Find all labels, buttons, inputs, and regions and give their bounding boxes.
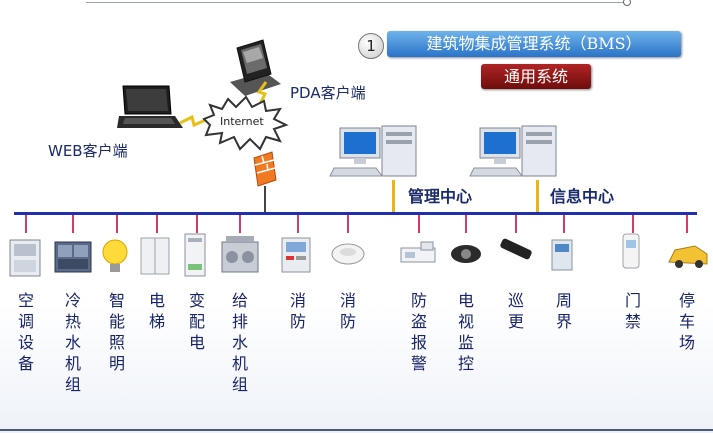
device-link-line bbox=[116, 215, 118, 233]
internet-label: Internet bbox=[220, 115, 264, 128]
device-label: 给排水机组 bbox=[231, 291, 248, 394]
cctv-camera-icon bbox=[451, 245, 481, 263]
device-label: 防盗报警 bbox=[410, 291, 427, 373]
pda-client-label: PDA客户端 bbox=[290, 84, 366, 102]
power-cabinet-icon bbox=[184, 233, 206, 277]
alarm-sensor-icon bbox=[400, 241, 436, 263]
device-link-line bbox=[156, 215, 158, 233]
web-client-label: WEB客户端 bbox=[48, 142, 128, 160]
device-label: 门禁 bbox=[624, 291, 641, 331]
device-label: 电梯 bbox=[148, 291, 165, 331]
device-label: 巡更 bbox=[507, 291, 524, 331]
car-icon bbox=[668, 245, 708, 268]
device-label: 空调设备 bbox=[17, 291, 34, 373]
device-link-line bbox=[239, 215, 241, 233]
management-center-link bbox=[392, 180, 395, 212]
system-bus-line bbox=[14, 212, 697, 215]
device-link-line bbox=[465, 215, 467, 233]
device-label: 电视监控 bbox=[457, 291, 474, 373]
device-label: 冷热水机组 bbox=[64, 291, 81, 394]
subtitle-badge: 通用系统 bbox=[481, 64, 591, 89]
device-link-line bbox=[347, 215, 349, 233]
top-rule bbox=[86, 2, 626, 3]
perimeter-sensor-icon bbox=[551, 239, 573, 271]
device-link-line bbox=[297, 215, 299, 233]
device-label: 消防 bbox=[289, 291, 306, 331]
light-bulb-icon bbox=[102, 239, 128, 272]
device-link-line bbox=[563, 215, 565, 233]
internet-cloud-icon bbox=[202, 95, 289, 151]
wireless-bolt-icon bbox=[179, 114, 209, 128]
device-link-line bbox=[72, 215, 74, 233]
device-label: 周界 bbox=[555, 291, 572, 331]
smoke-detector-icon bbox=[331, 243, 365, 265]
section-number-badge: 1 bbox=[358, 33, 384, 59]
water-pump-icon bbox=[221, 236, 259, 273]
device-label: 消防 bbox=[339, 291, 356, 331]
wireless-bolt-icon bbox=[256, 81, 268, 109]
top-rule-endpoint bbox=[623, 0, 631, 6]
device-label: 停车场 bbox=[678, 291, 695, 352]
information-center-label: 信息中心 bbox=[550, 187, 615, 206]
management-center-label: 管理中心 bbox=[408, 187, 473, 206]
information-workstation-icon bbox=[469, 125, 557, 177]
patrol-reader-icon bbox=[500, 238, 532, 260]
air-conditioner-icon bbox=[9, 239, 41, 277]
device-label: 变配电 bbox=[188, 291, 205, 352]
access-control-icon bbox=[622, 233, 640, 269]
device-link-line bbox=[632, 215, 634, 233]
device-label: 智能照明 bbox=[108, 291, 125, 373]
device-link-line bbox=[686, 215, 688, 233]
laptop-icon bbox=[117, 85, 183, 128]
device-link-line bbox=[196, 215, 198, 233]
device-link-line bbox=[418, 215, 420, 233]
fire-panel-icon bbox=[281, 237, 311, 273]
page-title: 建筑物集成管理系统（BMS） bbox=[387, 31, 681, 57]
firewall-icon bbox=[253, 151, 277, 187]
elevator-icon bbox=[140, 237, 170, 275]
device-link-line bbox=[515, 215, 517, 233]
chiller-icon bbox=[54, 241, 92, 273]
management-workstation-icon bbox=[329, 125, 417, 177]
device-link-line bbox=[25, 215, 27, 233]
information-center-link bbox=[536, 180, 539, 212]
bottom-rule bbox=[0, 429, 713, 431]
pda-icon bbox=[230, 39, 281, 96]
firewall-link bbox=[264, 186, 266, 212]
